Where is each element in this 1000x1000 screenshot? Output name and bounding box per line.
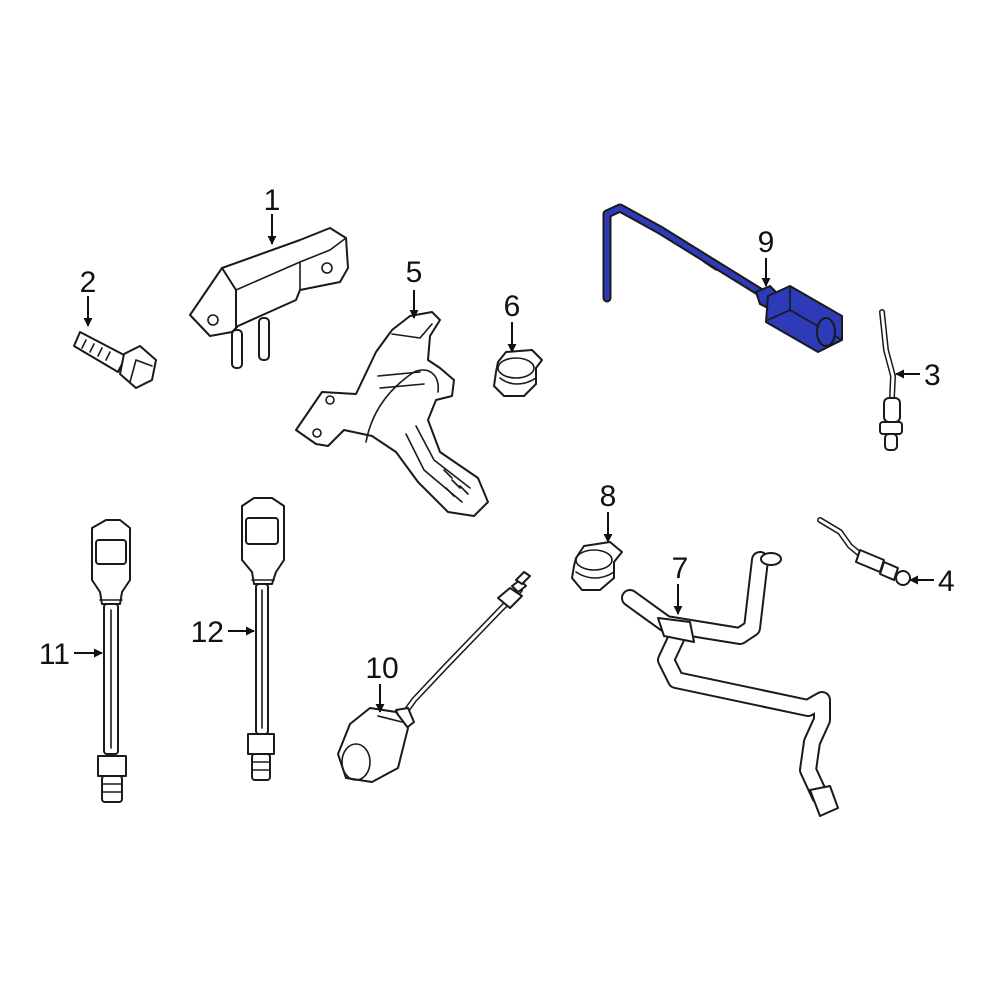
part-2-bolt[interactable]	[73, 331, 157, 389]
part-9-sensor-highlighted[interactable]	[602, 203, 843, 353]
callout-8: 8	[600, 480, 617, 513]
callout-6: 6	[504, 290, 521, 323]
callout-9: 9	[758, 226, 775, 259]
part-12-sensor[interactable]	[241, 497, 285, 781]
part-6-grommet[interactable]	[493, 349, 543, 397]
callout-3: 3	[924, 359, 941, 392]
part-11-sensor[interactable]	[91, 519, 131, 803]
part-7-sensor-pipe[interactable]	[621, 551, 839, 817]
part-10-sensor[interactable]	[337, 571, 531, 783]
callout-5: 5	[406, 256, 423, 289]
callout-4: 4	[938, 565, 955, 598]
callout-12: 12	[191, 616, 224, 649]
callout-1: 1	[264, 184, 281, 217]
part-8-grommet[interactable]	[571, 541, 623, 591]
part-1-pressure-sensor[interactable]	[189, 227, 349, 369]
callout-11: 11	[39, 638, 70, 671]
callout-10: 10	[365, 652, 398, 685]
part-5-bracket[interactable]	[295, 311, 489, 517]
part-3-sensor[interactable]	[879, 309, 903, 451]
callout-2: 2	[80, 266, 97, 299]
callout-7: 7	[672, 552, 689, 585]
part-4-sensor[interactable]	[817, 517, 911, 586]
